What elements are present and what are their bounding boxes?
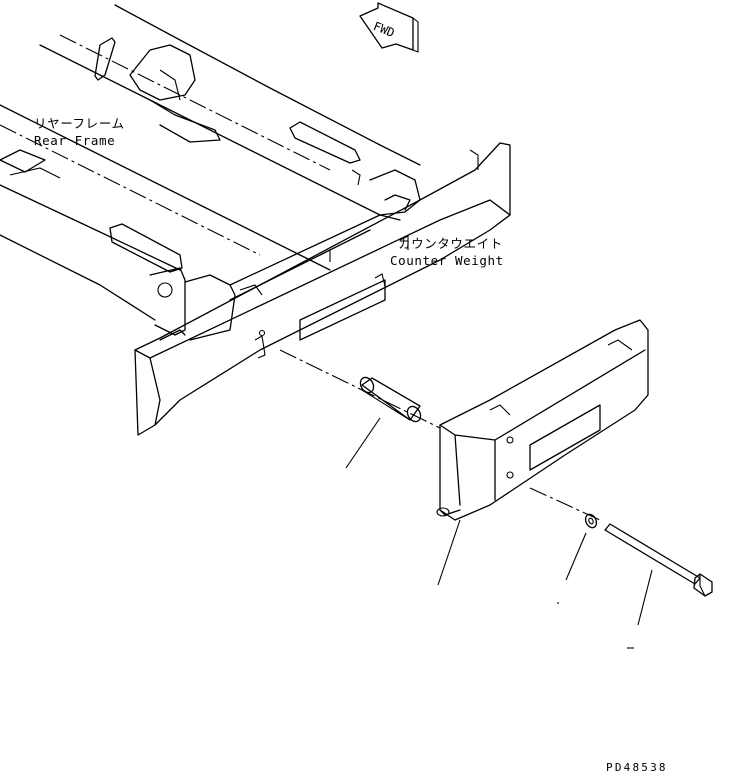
bolt <box>604 523 713 597</box>
leader-washer <box>565 532 587 581</box>
leader-spacer <box>345 417 381 469</box>
center-line-1 <box>279 349 441 429</box>
counterweight-label-jp: カウンタウエイト <box>398 236 503 251</box>
rear-frame <box>0 4 421 341</box>
counterweight-mounted <box>134 142 511 436</box>
center-line-2 <box>529 487 601 521</box>
leader-bolt <box>637 569 653 626</box>
leader-counterweight <box>437 519 461 586</box>
washer <box>584 513 598 529</box>
spacer-pipe <box>359 376 422 423</box>
rear-frame-label-en: Rear Frame <box>34 133 116 148</box>
fwd-arrow: FWD <box>359 2 419 53</box>
rear-frame-label-jp: リヤーフレーム <box>34 116 125 131</box>
drawing-code: PD48538 <box>606 761 668 774</box>
counterweight-label-en: Counter Weight <box>390 253 504 268</box>
counterweight-exploded <box>436 319 649 521</box>
